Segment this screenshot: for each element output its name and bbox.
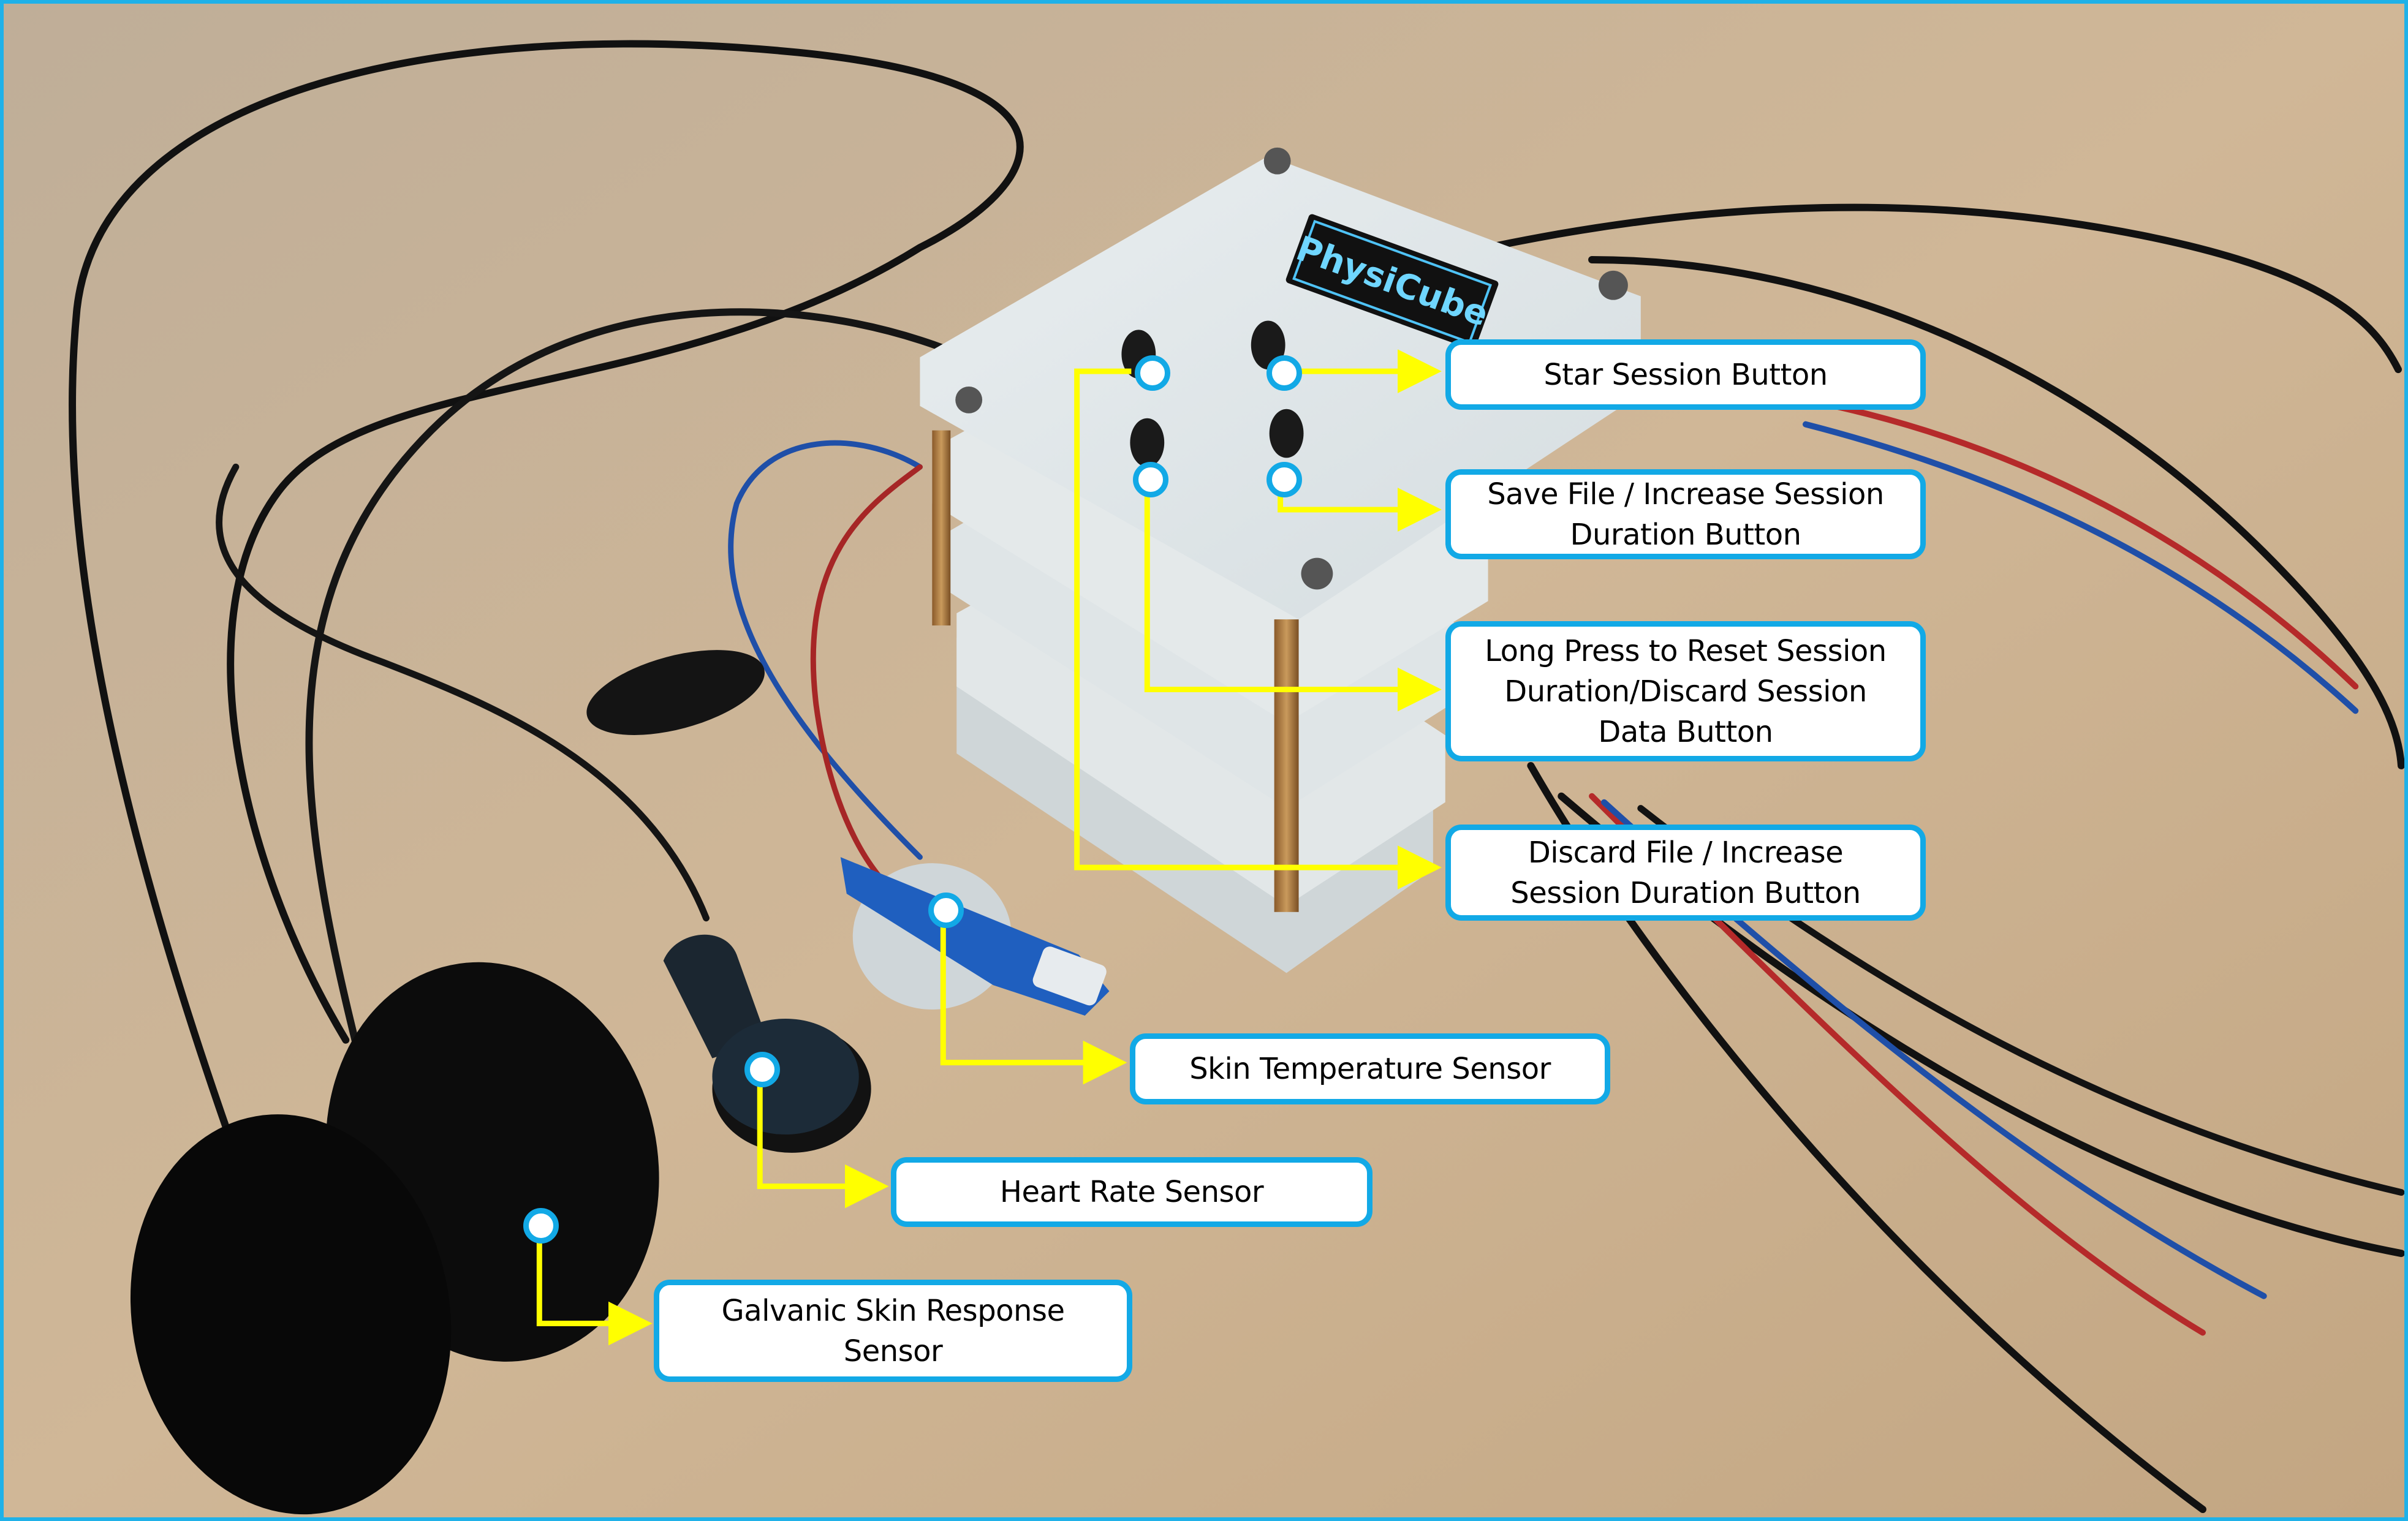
marker-discard-file-button[interactable] <box>1135 355 1170 391</box>
cable-black <box>305 308 1046 1105</box>
callout-line: Duration Button <box>1570 517 1801 552</box>
callout-line: Star Session Button <box>1543 357 1828 392</box>
callout-line: Discard File / Increase <box>1528 835 1844 870</box>
screw <box>1263 147 1291 175</box>
callout-line: Skin Temperature Sensor <box>1189 1052 1551 1086</box>
callout-line: Duration/Discard Session <box>1504 674 1867 709</box>
callout-line: Long Press to Reset Session <box>1485 633 1887 668</box>
callout-line: Sensor <box>843 1334 943 1368</box>
marker-heart-rate-sensor[interactable] <box>744 1052 780 1087</box>
screw <box>1301 557 1333 590</box>
callout-heart-rate-sensor: Heart Rate Sensor <box>891 1157 1372 1227</box>
marker-gsr-sensor[interactable] <box>523 1208 559 1244</box>
device-photo: PhysiCube <box>4 4 2404 1517</box>
screw <box>955 386 983 413</box>
callout-long-press-button: Long Press to Reset Session Duration/Dis… <box>1445 621 1926 761</box>
callout-gsr-sensor: Galvanic Skin Response Sensor <box>654 1280 1132 1382</box>
screw <box>1599 270 1628 300</box>
callout-line: Galvanic Skin Response <box>721 1293 1065 1328</box>
hardware-button <box>1130 418 1165 467</box>
cable-black <box>216 463 710 922</box>
callout-line: Save File / Increase Session <box>1487 477 1884 511</box>
marker-long-press-button[interactable] <box>1133 462 1168 497</box>
cable-blue <box>1803 421 2359 714</box>
cable-red <box>810 464 923 891</box>
callout-save-file-button: Save File / Increase Session Duration Bu… <box>1445 469 1926 559</box>
callout-skin-temperature-sensor: Skin Temperature Sensor <box>1130 1033 1610 1104</box>
callout-line: Data Button <box>1598 714 1773 749</box>
hardware-button <box>1269 409 1304 458</box>
cable-red <box>1803 396 2359 690</box>
ear-clip <box>586 650 765 735</box>
callout-start-session-button: Star Session Button <box>1445 339 1926 410</box>
marker-save-file-button[interactable] <box>1266 462 1302 497</box>
callout-discard-file-button: Discard File / Increase Session Duration… <box>1445 825 1926 921</box>
marker-start-session-button[interactable] <box>1266 355 1302 391</box>
cable-black <box>69 40 1024 1227</box>
marker-skin-temperature-sensor[interactable] <box>928 893 964 928</box>
callout-line: Heart Rate Sensor <box>999 1175 1264 1209</box>
standoff <box>1274 619 1299 912</box>
cable-black <box>1404 203 2402 374</box>
standoff <box>932 430 951 626</box>
callout-line: Session Duration Button <box>1510 875 1861 910</box>
cable-black <box>1588 255 2404 769</box>
